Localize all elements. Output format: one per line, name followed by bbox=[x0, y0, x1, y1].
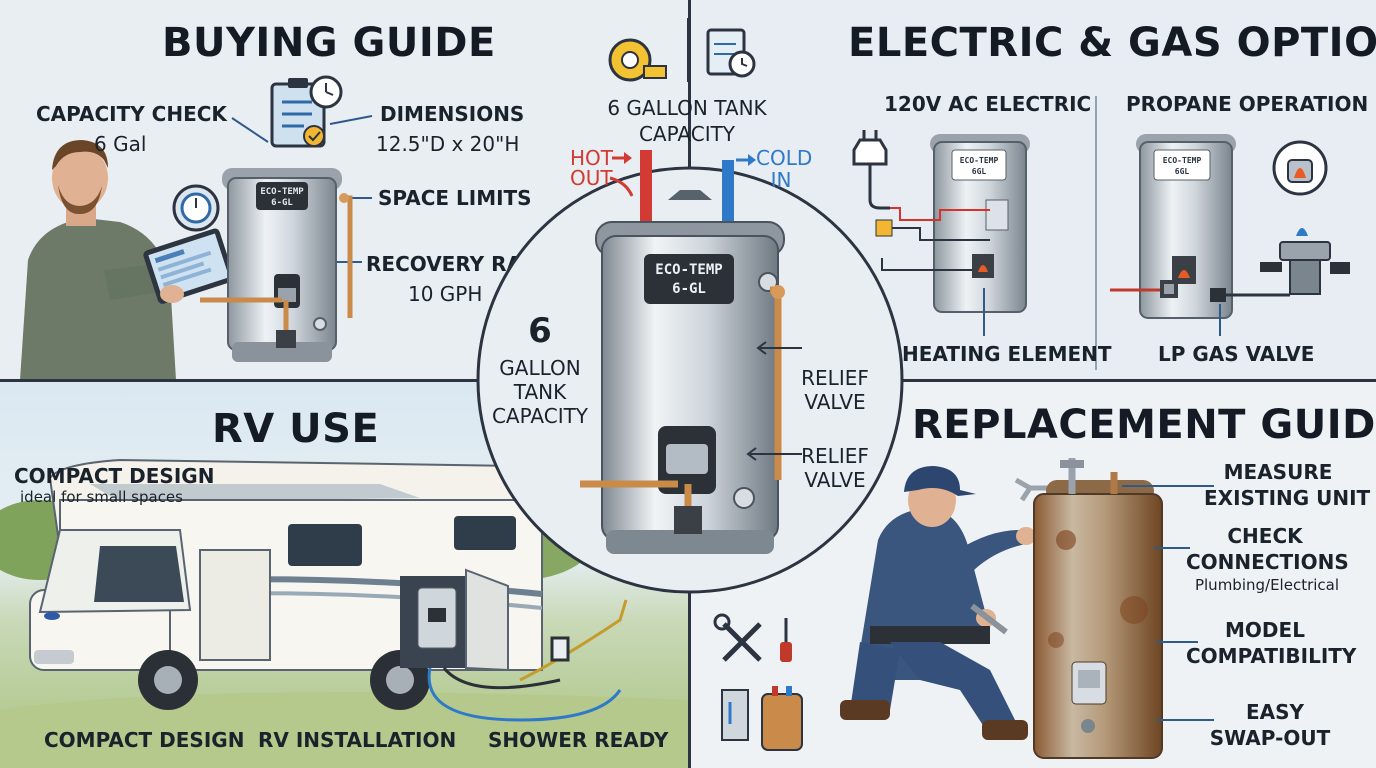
electric-gas-title: ELECTRIC & GAS OPTIONS bbox=[848, 20, 1376, 66]
relief-valve-2-line1: RELIEF bbox=[801, 444, 869, 468]
person-with-tablet bbox=[20, 140, 235, 380]
tape-measure-icon bbox=[608, 38, 667, 82]
space-limits-label: SPACE LIMITS bbox=[378, 186, 532, 210]
relief-valve-1-line1: RELIEF bbox=[801, 366, 869, 390]
replacement-guide-panel: REPLACEMENT GUIDE MEASURE EXISTING UNIT … bbox=[690, 380, 1376, 768]
check-sub-label: Plumbing/Electrical bbox=[1194, 576, 1340, 594]
recovery-rate-value: 10 GPH bbox=[408, 282, 483, 306]
rv-heater-compartment bbox=[400, 568, 509, 672]
easy-label-1: EASY bbox=[1245, 700, 1305, 724]
dimensions-label: DIMENSIONS bbox=[380, 102, 525, 126]
relief-valve-1-line2: VALVE bbox=[804, 390, 866, 414]
buying-guide-illustration: ECO-TEMP 6-GL bbox=[20, 75, 373, 380]
capacity-check-label: CAPACITY CHECK bbox=[36, 102, 227, 126]
capacity-check-value: 6 Gal bbox=[94, 132, 147, 156]
small-heater-diagram-icon bbox=[721, 686, 803, 751]
clipboard-check-icon bbox=[270, 75, 343, 148]
center-tank-label1: ECO-TEMP bbox=[655, 262, 722, 278]
replacement-leader-lines bbox=[1122, 485, 1214, 721]
water-heater-tank: ECO-TEMP 6-GL bbox=[200, 168, 353, 362]
caption-compact-design: COMPACT DESIGN bbox=[44, 728, 245, 752]
hot-out-label-2: OUT bbox=[570, 166, 613, 190]
technician-worker bbox=[840, 466, 1060, 740]
buying-guide-panel: ECO-TEMP 6-GL BUYING GUIDE CAPACITY CHEC… bbox=[0, 0, 690, 380]
side-capacity-number: 6 bbox=[528, 311, 552, 351]
tank-label-line1: ECO-TEMP bbox=[260, 187, 304, 197]
wiring bbox=[881, 207, 990, 271]
cold-in-label-1: COLD bbox=[756, 146, 813, 170]
replacement-illustration bbox=[713, 458, 1214, 759]
gauge-icon bbox=[172, 184, 220, 232]
thermostat-switch bbox=[875, 219, 893, 237]
propane-option-label: PROPANE OPERATION bbox=[1126, 92, 1369, 116]
caption-rv-installation: RV INSTALLATION bbox=[258, 728, 457, 752]
compact-design-sub: ideal for small spaces bbox=[20, 488, 183, 506]
check-label-1: CHECK bbox=[1227, 524, 1303, 548]
propane-flame-icon bbox=[1272, 140, 1328, 196]
electric-option-label: 120V AC ELECTRIC bbox=[884, 92, 1092, 116]
hot-pipe bbox=[640, 150, 652, 230]
gas-burner-assembly bbox=[1226, 228, 1350, 297]
replacement-guide-title: REPLACEMENT GUIDE bbox=[912, 402, 1376, 448]
lp-gas-valve-label: LP GAS VALVE bbox=[1158, 342, 1315, 366]
rv-use-panel: RV USE COMPACT DESIGN ideal for small sp… bbox=[0, 380, 690, 768]
electric-gas-illustration: ECO-TEMP 6GL bbox=[852, 96, 1350, 370]
ground bbox=[0, 692, 690, 768]
cold-in-label-2: IN bbox=[770, 168, 792, 192]
cold-pipe bbox=[722, 160, 734, 230]
wrench-screwdriver-icon bbox=[713, 613, 792, 662]
relief-valve-2-line2: VALVE bbox=[804, 468, 866, 492]
measure-label-1: MEASURE bbox=[1223, 460, 1333, 484]
propane-tank-label1: ECO-TEMP bbox=[1163, 156, 1202, 165]
heating-element-label: HEATING ELEMENT bbox=[902, 342, 1112, 366]
side-gallon-label: GALLON bbox=[499, 356, 581, 380]
compact-design-label: COMPACT DESIGN bbox=[14, 464, 215, 488]
tank-label-line2: 6-GL bbox=[271, 198, 293, 208]
measure-label-2: EXISTING UNIT bbox=[1204, 486, 1371, 510]
propane-tank-label2: 6GL bbox=[1175, 167, 1190, 176]
power-plug-icon bbox=[852, 130, 890, 210]
buying-guide-title: BUYING GUIDE bbox=[162, 20, 496, 66]
propane-connector bbox=[1110, 280, 1178, 298]
checklist-clock-icon bbox=[706, 28, 756, 78]
model-label-2: COMPATIBILITY bbox=[1186, 644, 1357, 668]
hookup-hoses bbox=[427, 599, 628, 722]
model-label-1: MODEL bbox=[1225, 618, 1305, 642]
dimensions-value: 12.5"D x 20"H bbox=[376, 132, 520, 156]
center-water-heater: ECO-TEMP 6-GL bbox=[580, 190, 785, 554]
caption-shower-ready: SHOWER READY bbox=[488, 728, 669, 752]
center-capacity-label: 6 GALLON TANK bbox=[607, 96, 767, 120]
side-tank-label: TANK bbox=[513, 380, 567, 404]
hot-out-label-1: HOT bbox=[570, 146, 613, 170]
rv-use-title: RV USE bbox=[212, 406, 380, 452]
center-capacity-label-2: CAPACITY bbox=[638, 122, 736, 146]
check-label-2: CONNECTIONS bbox=[1186, 550, 1349, 574]
electric-tank-label1: ECO-TEMP bbox=[960, 156, 999, 165]
easy-label-2: SWAP-OUT bbox=[1209, 726, 1331, 750]
electric-tank-label2: 6GL bbox=[972, 167, 987, 176]
propane-tank: ECO-TEMP 6GL bbox=[1136, 134, 1236, 319]
side-capacity-label: CAPACITY bbox=[491, 404, 589, 428]
center-tank-label2: 6-GL bbox=[672, 281, 706, 297]
